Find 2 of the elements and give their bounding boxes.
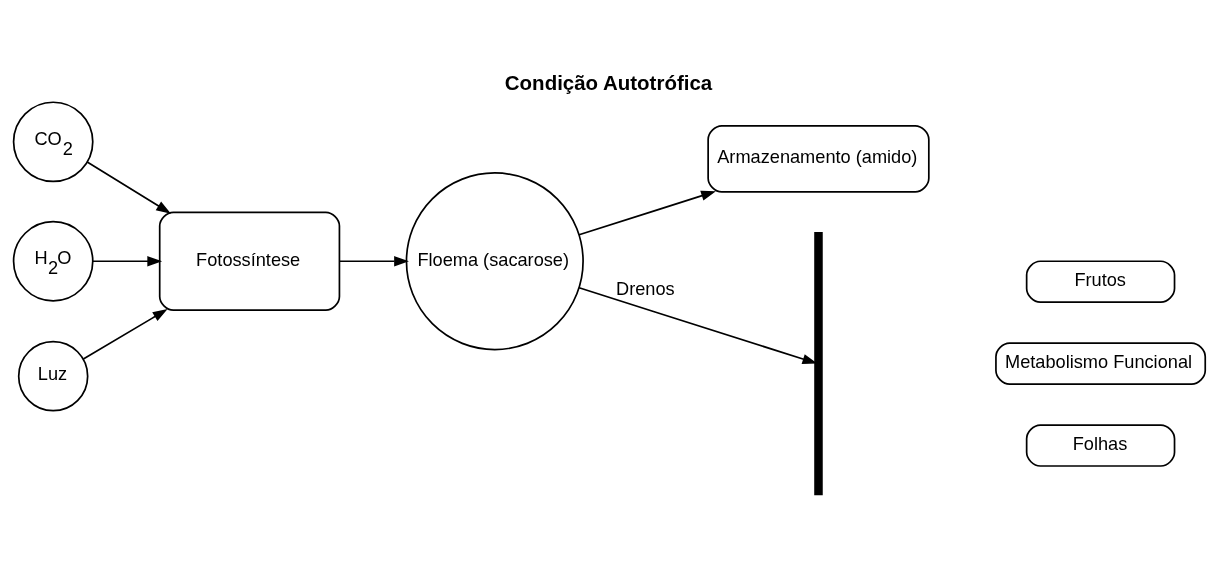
- edge-label: Drenos: [616, 279, 675, 300]
- diagram-title: Condição Autotrófica: [504, 71, 713, 95]
